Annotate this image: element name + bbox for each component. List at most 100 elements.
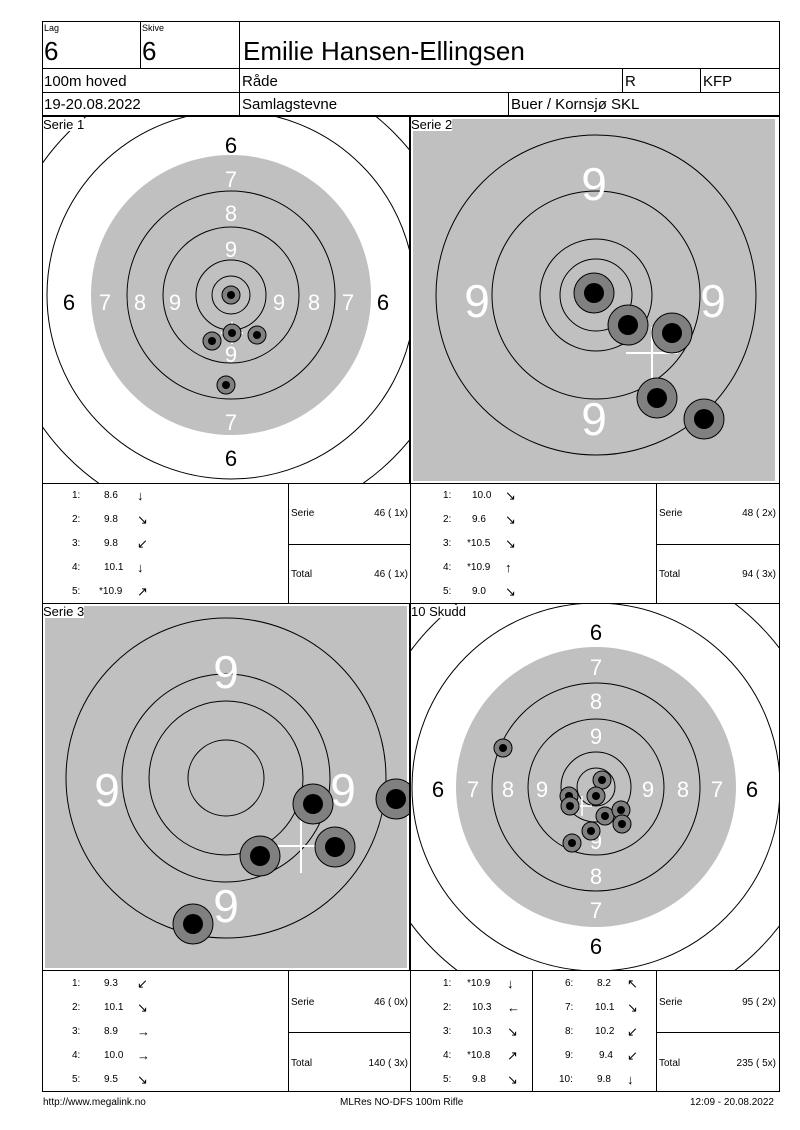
direction-arrow-icon: ↖ xyxy=(627,976,638,991)
ring-label-6-right: 6 xyxy=(377,290,389,315)
ring-9 xyxy=(162,226,300,364)
ring-label-7-top: 7 xyxy=(225,167,237,192)
ring-label-9-left: 9 xyxy=(94,764,120,816)
shot-row: 2:10.1↘ xyxy=(72,1000,148,1015)
direction-arrow-icon: ↓ xyxy=(627,1072,634,1087)
direction-arrow-icon: ← xyxy=(507,1000,520,1015)
shot-holes xyxy=(202,285,267,395)
ring-inner-10 xyxy=(211,275,251,315)
ring-label-6-bottom: 6 xyxy=(590,934,602,959)
shot-row: 9:9.4↙ xyxy=(565,1048,638,1063)
ring-label-9-left: 9 xyxy=(536,777,548,802)
shot-row: 5:9.8↘ xyxy=(443,1072,518,1087)
club-cell xyxy=(239,68,623,93)
shot-row: 5:*10.9↗ xyxy=(72,584,148,599)
ring-label-9-right: 9 xyxy=(642,777,654,802)
shot-row: 4:10.0→ xyxy=(72,1048,150,1063)
shot-row: 1:9.3↙ xyxy=(72,976,148,991)
direction-arrow-icon: ↘ xyxy=(137,1072,148,1087)
ring-label-7-left: 7 xyxy=(467,777,479,802)
ring-label-7-top: 7 xyxy=(590,655,602,680)
ring-label-8-right: 8 xyxy=(308,290,320,315)
direction-arrow-icon: → xyxy=(137,1048,150,1063)
direction-arrow-icon: ↙ xyxy=(627,1048,638,1063)
direction-arrow-icon: ↘ xyxy=(505,488,516,503)
summary-divider xyxy=(288,1032,411,1033)
direction-arrow-icon: ↓ xyxy=(137,560,144,575)
ring-label-8-left: 8 xyxy=(134,290,146,315)
shot-list-split xyxy=(532,970,533,1092)
target-panel-10skudd: 6 6 6 6 7 7 7 7 8 8 8 8 9 9 9 9 10 Sku xyxy=(410,603,780,971)
ring-label-9-top: 9 xyxy=(590,724,602,749)
ring-label-7-right: 7 xyxy=(711,777,723,802)
shot-row: 3:10.3↘ xyxy=(443,1024,518,1039)
shot-list-serie3: 1:9.3↙ 2:10.1↘ 3:8.9→ 4:10.0→ 5:9.5↘ xyxy=(42,970,288,1092)
shot-row: 4:*10.8↗ xyxy=(443,1048,518,1063)
summary-box-serie2 xyxy=(656,483,780,604)
target-panel-serie1: 6 6 6 6 7 7 7 7 8 8 8 9 9 9 9 Serie 1 xyxy=(42,116,410,484)
direction-arrow-icon: ↘ xyxy=(505,536,516,551)
serie-value: 46 ( 0x) xyxy=(374,997,408,1008)
class1-text: R xyxy=(625,73,636,90)
direction-arrow-icon: ↘ xyxy=(505,512,516,527)
ring-label-6-bottom: 6 xyxy=(225,446,237,471)
ring-label-7-bottom: 7 xyxy=(590,898,602,923)
serie-label: Serie xyxy=(659,997,683,1008)
serie-label: Serie xyxy=(659,508,683,519)
shot-row: 2:10.3← xyxy=(443,1000,520,1015)
footer-url[interactable]: http://www.megalink.no xyxy=(43,1097,146,1108)
club-text: Råde xyxy=(242,73,278,90)
shot-row: 3:*10.5↘ xyxy=(443,536,516,551)
total-value: 46 ( 1x) xyxy=(374,569,408,580)
summary-divider xyxy=(288,544,411,545)
lag-label: Lag xyxy=(44,23,60,33)
direction-arrow-icon: ↙ xyxy=(137,976,148,991)
shot-row: 5:9.5↘ xyxy=(72,1072,148,1087)
summary-divider xyxy=(656,544,780,545)
serie-value: 95 ( 2x) xyxy=(742,997,776,1008)
shooter-name: Emilie Hansen-Ellingsen xyxy=(243,36,525,66)
ring-label-6-top: 6 xyxy=(590,620,602,645)
shot-holes xyxy=(493,738,632,853)
shot-row: 3:9.8↙ xyxy=(72,536,148,551)
shot-row: 4:*10.9↑ xyxy=(443,560,512,575)
direction-arrow-icon: ↘ xyxy=(137,1000,148,1015)
target-10skudd: 6 6 6 6 7 7 7 7 8 8 8 8 9 9 9 9 xyxy=(411,604,779,970)
direction-arrow-icon: ↙ xyxy=(627,1024,638,1039)
panel-title-serie3: Serie 3 xyxy=(43,604,85,619)
skive-label: Skive xyxy=(142,23,165,33)
range-text: Buer / Kornsjø SKL xyxy=(511,96,640,113)
shot-list-10skudd-b: 6:8.2↖ 7:10.1↘ 8:10.2↙ 9:9.4↙ 10:9.8↓ xyxy=(533,970,656,1092)
total-value: 140 ( 3x) xyxy=(368,1058,408,1069)
direction-arrow-icon: ↙ xyxy=(137,536,148,551)
shot-row: 10:9.8↓ xyxy=(559,1072,634,1087)
shot-row: 8:10.2↙ xyxy=(565,1024,638,1039)
target-serie2: 9 9 9 9 xyxy=(411,117,779,483)
ring-label-8-top: 8 xyxy=(590,689,602,714)
footer-program: MLRes NO-DFS 100m Rifle xyxy=(340,1097,464,1108)
ring-label-6-right: 6 xyxy=(746,777,758,802)
total-value: 94 ( 3x) xyxy=(742,569,776,580)
direction-arrow-icon: → xyxy=(137,1024,150,1039)
event-text: 100m hoved xyxy=(44,73,127,90)
ring-label-9-top: 9 xyxy=(213,646,239,698)
ring-label-9-right: 9 xyxy=(330,764,356,816)
ring-label-9-left: 9 xyxy=(464,275,490,327)
shot-row: 1:*10.9↓ xyxy=(443,976,514,991)
ring-label-9-top: 9 xyxy=(225,237,237,262)
shot-list-10skudd-a: 1:*10.9↓ 2:10.3← 3:10.3↘ 4:*10.8↗ 5:9.8↘ xyxy=(410,970,532,1092)
ring-label-8-bottom: 8 xyxy=(590,864,602,889)
direction-arrow-icon: ↑ xyxy=(505,560,512,575)
competition-cell xyxy=(239,92,509,116)
ring-label-9-left: 9 xyxy=(169,290,181,315)
skive-value: 6 xyxy=(142,36,157,66)
footer-timestamp: 12:09 - 20.08.2022 xyxy=(690,1097,774,1108)
serie-value: 46 ( 1x) xyxy=(374,508,408,519)
shot-list-serie2: 1:10.0↘ 2:9.6↘ 3:*10.5↘ 4:*10.9↑ 5:9.0↘ xyxy=(410,483,656,604)
total-label: Total xyxy=(659,569,681,580)
shot-row: 2:9.6↘ xyxy=(443,512,516,527)
ring-label-7-left: 7 xyxy=(99,290,111,315)
ring-label-6-left: 6 xyxy=(432,777,444,802)
direction-arrow-icon: ↘ xyxy=(137,512,148,527)
ring-label-9-bottom: 9 xyxy=(213,880,239,932)
